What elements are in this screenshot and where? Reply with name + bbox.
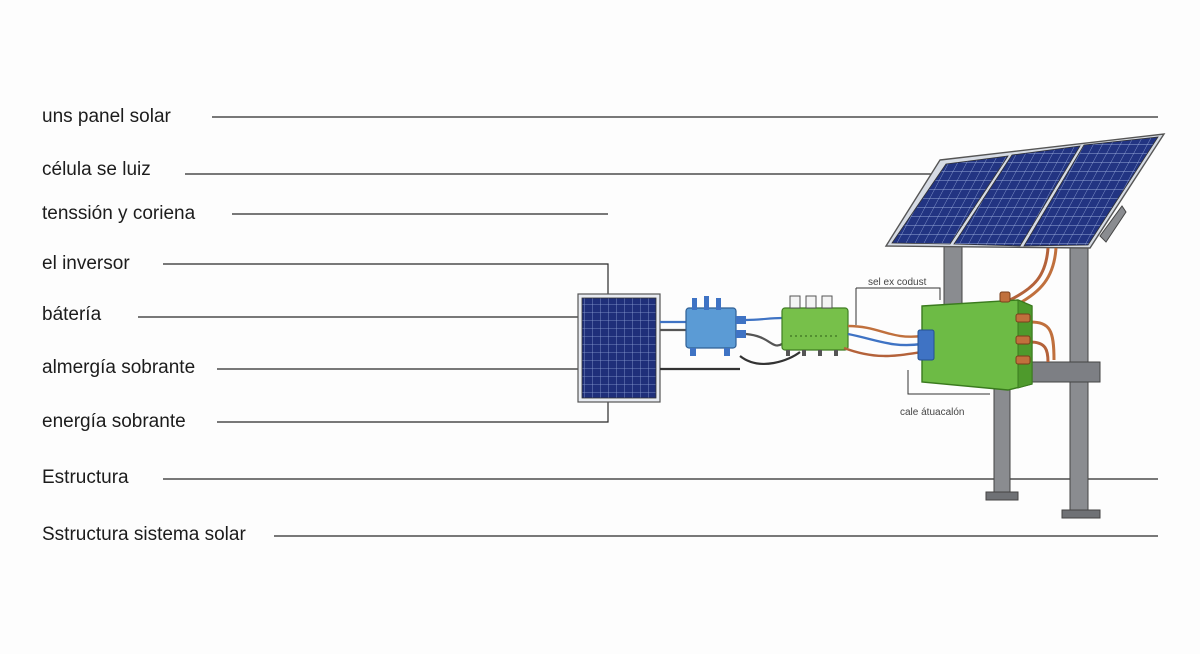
leader-lines bbox=[138, 116, 1158, 537]
charge-controller bbox=[781, 295, 849, 356]
label-surplus-energy-1: almergía sobrante bbox=[42, 357, 196, 378]
callout-label-bottom: cale átuacalón bbox=[900, 407, 965, 418]
callout-leader-top bbox=[856, 287, 941, 300]
callout-leader-bottom bbox=[907, 370, 990, 395]
label-battery: bátería bbox=[42, 304, 102, 325]
label-solar-system-structure: Sstructura sistema solar bbox=[42, 524, 246, 545]
leader-line-7 bbox=[217, 400, 609, 423]
label-solar-panel: uns panel solar bbox=[42, 106, 171, 127]
panel-cables bbox=[660, 320, 740, 371]
controller-to-inverter-cables bbox=[843, 324, 923, 358]
support-structure bbox=[943, 205, 1127, 519]
label-voltage-current: tenssión y coriena bbox=[42, 203, 196, 224]
array-cables bbox=[1009, 247, 1058, 363]
inverter-box bbox=[917, 291, 1033, 391]
main-solar-array bbox=[884, 133, 1166, 249]
label-structure: Estructura bbox=[42, 467, 129, 488]
junction-to-controller-cables bbox=[739, 316, 801, 365]
small-solar-panel bbox=[577, 293, 661, 403]
junction-box bbox=[685, 296, 746, 356]
leader-line-4 bbox=[163, 263, 609, 300]
callout-label-top: sel ex codust bbox=[868, 277, 927, 288]
label-solar-cell: célula se luiz bbox=[42, 159, 151, 180]
label-inverter: el inversor bbox=[42, 253, 130, 274]
label-surplus-energy-2: energía sobrante bbox=[42, 411, 186, 432]
